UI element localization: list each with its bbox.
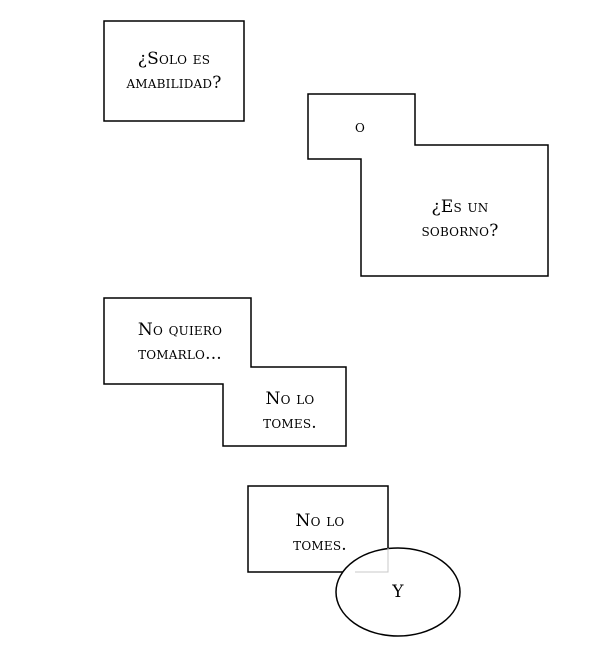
caption-line: No quiero [137,320,223,340]
caption-line: Y [392,582,404,602]
caption-box-2 [307,93,549,277]
caption-text-3b: No lo tomes. [240,387,340,435]
caption-line: No lo [265,389,315,409]
caption-line: soborno? [421,221,499,241]
speech-text-4b: Y [378,580,418,604]
caption-line: ¿Es un [431,197,489,217]
caption-text-4a: No lo tomes. [270,509,370,557]
speech-ellipse [335,547,461,637]
caption-line: tomes. [263,413,317,433]
caption-line: tomes. [293,535,347,555]
caption-line: ¿Solo es [137,49,211,69]
caption-line: tomarlo... [138,344,222,364]
caption-text-2b: ¿Es un soborno? [395,195,525,243]
caption-line: o [354,117,366,137]
caption-text-3a: No quiero tomarlo... [115,318,245,366]
caption-text-1: ¿Solo es amabilidad? [104,47,244,95]
caption-box-3 [103,297,347,447]
caption-line: amabilidad? [126,73,222,93]
caption-line: No lo [295,511,345,531]
caption-box-1 [103,20,245,122]
caption-text-2a: o [340,115,380,139]
